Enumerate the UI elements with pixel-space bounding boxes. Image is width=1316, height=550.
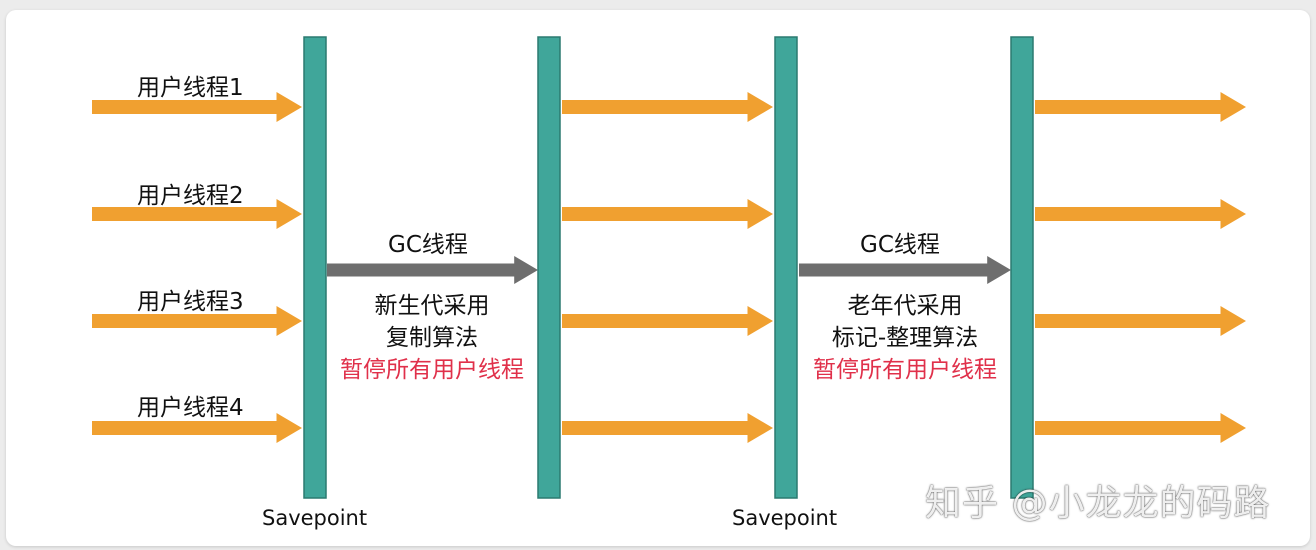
gc-thread-label-1: GC线程 bbox=[388, 232, 468, 258]
thread-3-arrow-2 bbox=[562, 306, 773, 336]
thread-4-arrow-2 bbox=[562, 413, 773, 443]
thread-2-arrow-1 bbox=[92, 199, 302, 229]
phase-2-description: 老年代采用 标记-整理算法 暂停所有用户线程 bbox=[795, 290, 1015, 386]
savepoint-label-1: Savepoint bbox=[262, 506, 368, 530]
thread-1-arrow-2 bbox=[562, 92, 773, 122]
thread-1-arrow-3 bbox=[1035, 92, 1246, 122]
thread-4-arrow-1 bbox=[92, 413, 302, 443]
thread-4-arrow-3 bbox=[1035, 413, 1246, 443]
phase-1-description: 新生代采用 复制算法 暂停所有用户线程 bbox=[322, 290, 542, 386]
thread-label-3: 用户线程3 bbox=[137, 289, 244, 315]
phase-2-desc-line1: 老年代采用 bbox=[847, 293, 963, 319]
thread-label-1: 用户线程1 bbox=[137, 75, 244, 101]
thread-2-arrow-2 bbox=[562, 199, 773, 229]
savepoint-bar-3 bbox=[774, 36, 798, 499]
phase-1-pause-text: 暂停所有用户线程 bbox=[340, 357, 524, 383]
thread-label-2: 用户线程2 bbox=[137, 183, 244, 209]
savepoint-bar-2 bbox=[537, 36, 561, 499]
savepoint-bar-4 bbox=[1010, 36, 1034, 499]
gc-arrow-1 bbox=[327, 256, 538, 284]
thread-1-arrow-1 bbox=[92, 92, 302, 122]
gc-thread-label-2: GC线程 bbox=[860, 232, 940, 258]
phase-2-desc-line2: 标记-整理算法 bbox=[831, 325, 979, 351]
thread-3-arrow-1 bbox=[92, 306, 302, 336]
phase-2-pause-text: 暂停所有用户线程 bbox=[813, 357, 997, 383]
savepoint-label-2: Savepoint bbox=[732, 506, 838, 530]
gc-arrow-2 bbox=[799, 256, 1011, 284]
thread-2-arrow-3 bbox=[1035, 199, 1246, 229]
phase-1-desc-line1: 新生代采用 bbox=[374, 293, 490, 319]
diagram-canvas bbox=[6, 10, 1310, 546]
thread-3-arrow-3 bbox=[1035, 306, 1246, 336]
phase-1-desc-line2: 复制算法 bbox=[386, 325, 478, 351]
savepoint-bar-1 bbox=[303, 36, 327, 499]
thread-label-4: 用户线程4 bbox=[137, 395, 244, 421]
watermark: 知乎 @小龙龙的码路 bbox=[925, 483, 1271, 524]
